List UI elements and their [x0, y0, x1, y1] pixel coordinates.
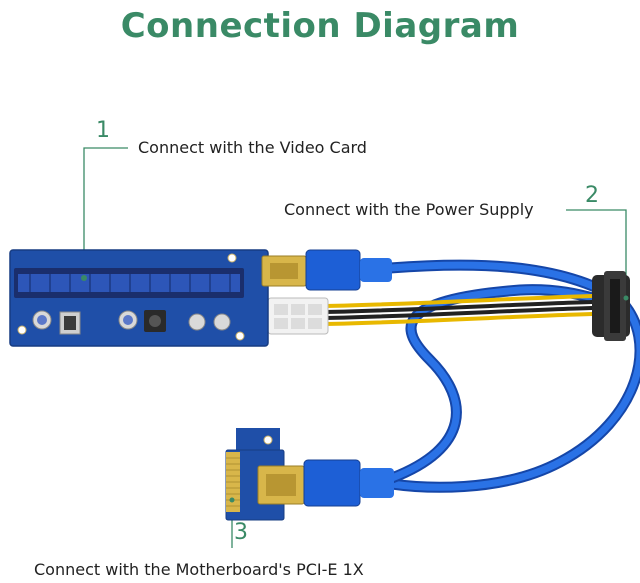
callout-2-number: 2: [585, 183, 599, 208]
callout-1-text: Connect with the Video Card: [138, 138, 367, 157]
callout-1-leader: [83, 147, 128, 264]
callout-3-text: Connect with the Motherboard's PCI-E 1X: [34, 560, 364, 579]
callout-2-text: Connect with the Power Supply: [284, 200, 534, 219]
riser-board: [9, 249, 269, 347]
adapter-usb-plug: [303, 459, 394, 507]
usb-cable: [384, 259, 640, 493]
callout-1-number: 1: [96, 118, 110, 143]
power-wires: [323, 294, 594, 326]
riser-usb-plug: [305, 249, 392, 291]
six-pin-power-connector: [267, 297, 329, 335]
sata-power-connector: [592, 271, 630, 341]
pcie-1x-adapter: [225, 428, 305, 521]
riser-usb-port: [261, 255, 307, 287]
callout-3-number: 3: [234, 520, 248, 545]
page-title: Connection Diagram: [120, 6, 520, 46]
callout-2-leader: [566, 209, 627, 300]
